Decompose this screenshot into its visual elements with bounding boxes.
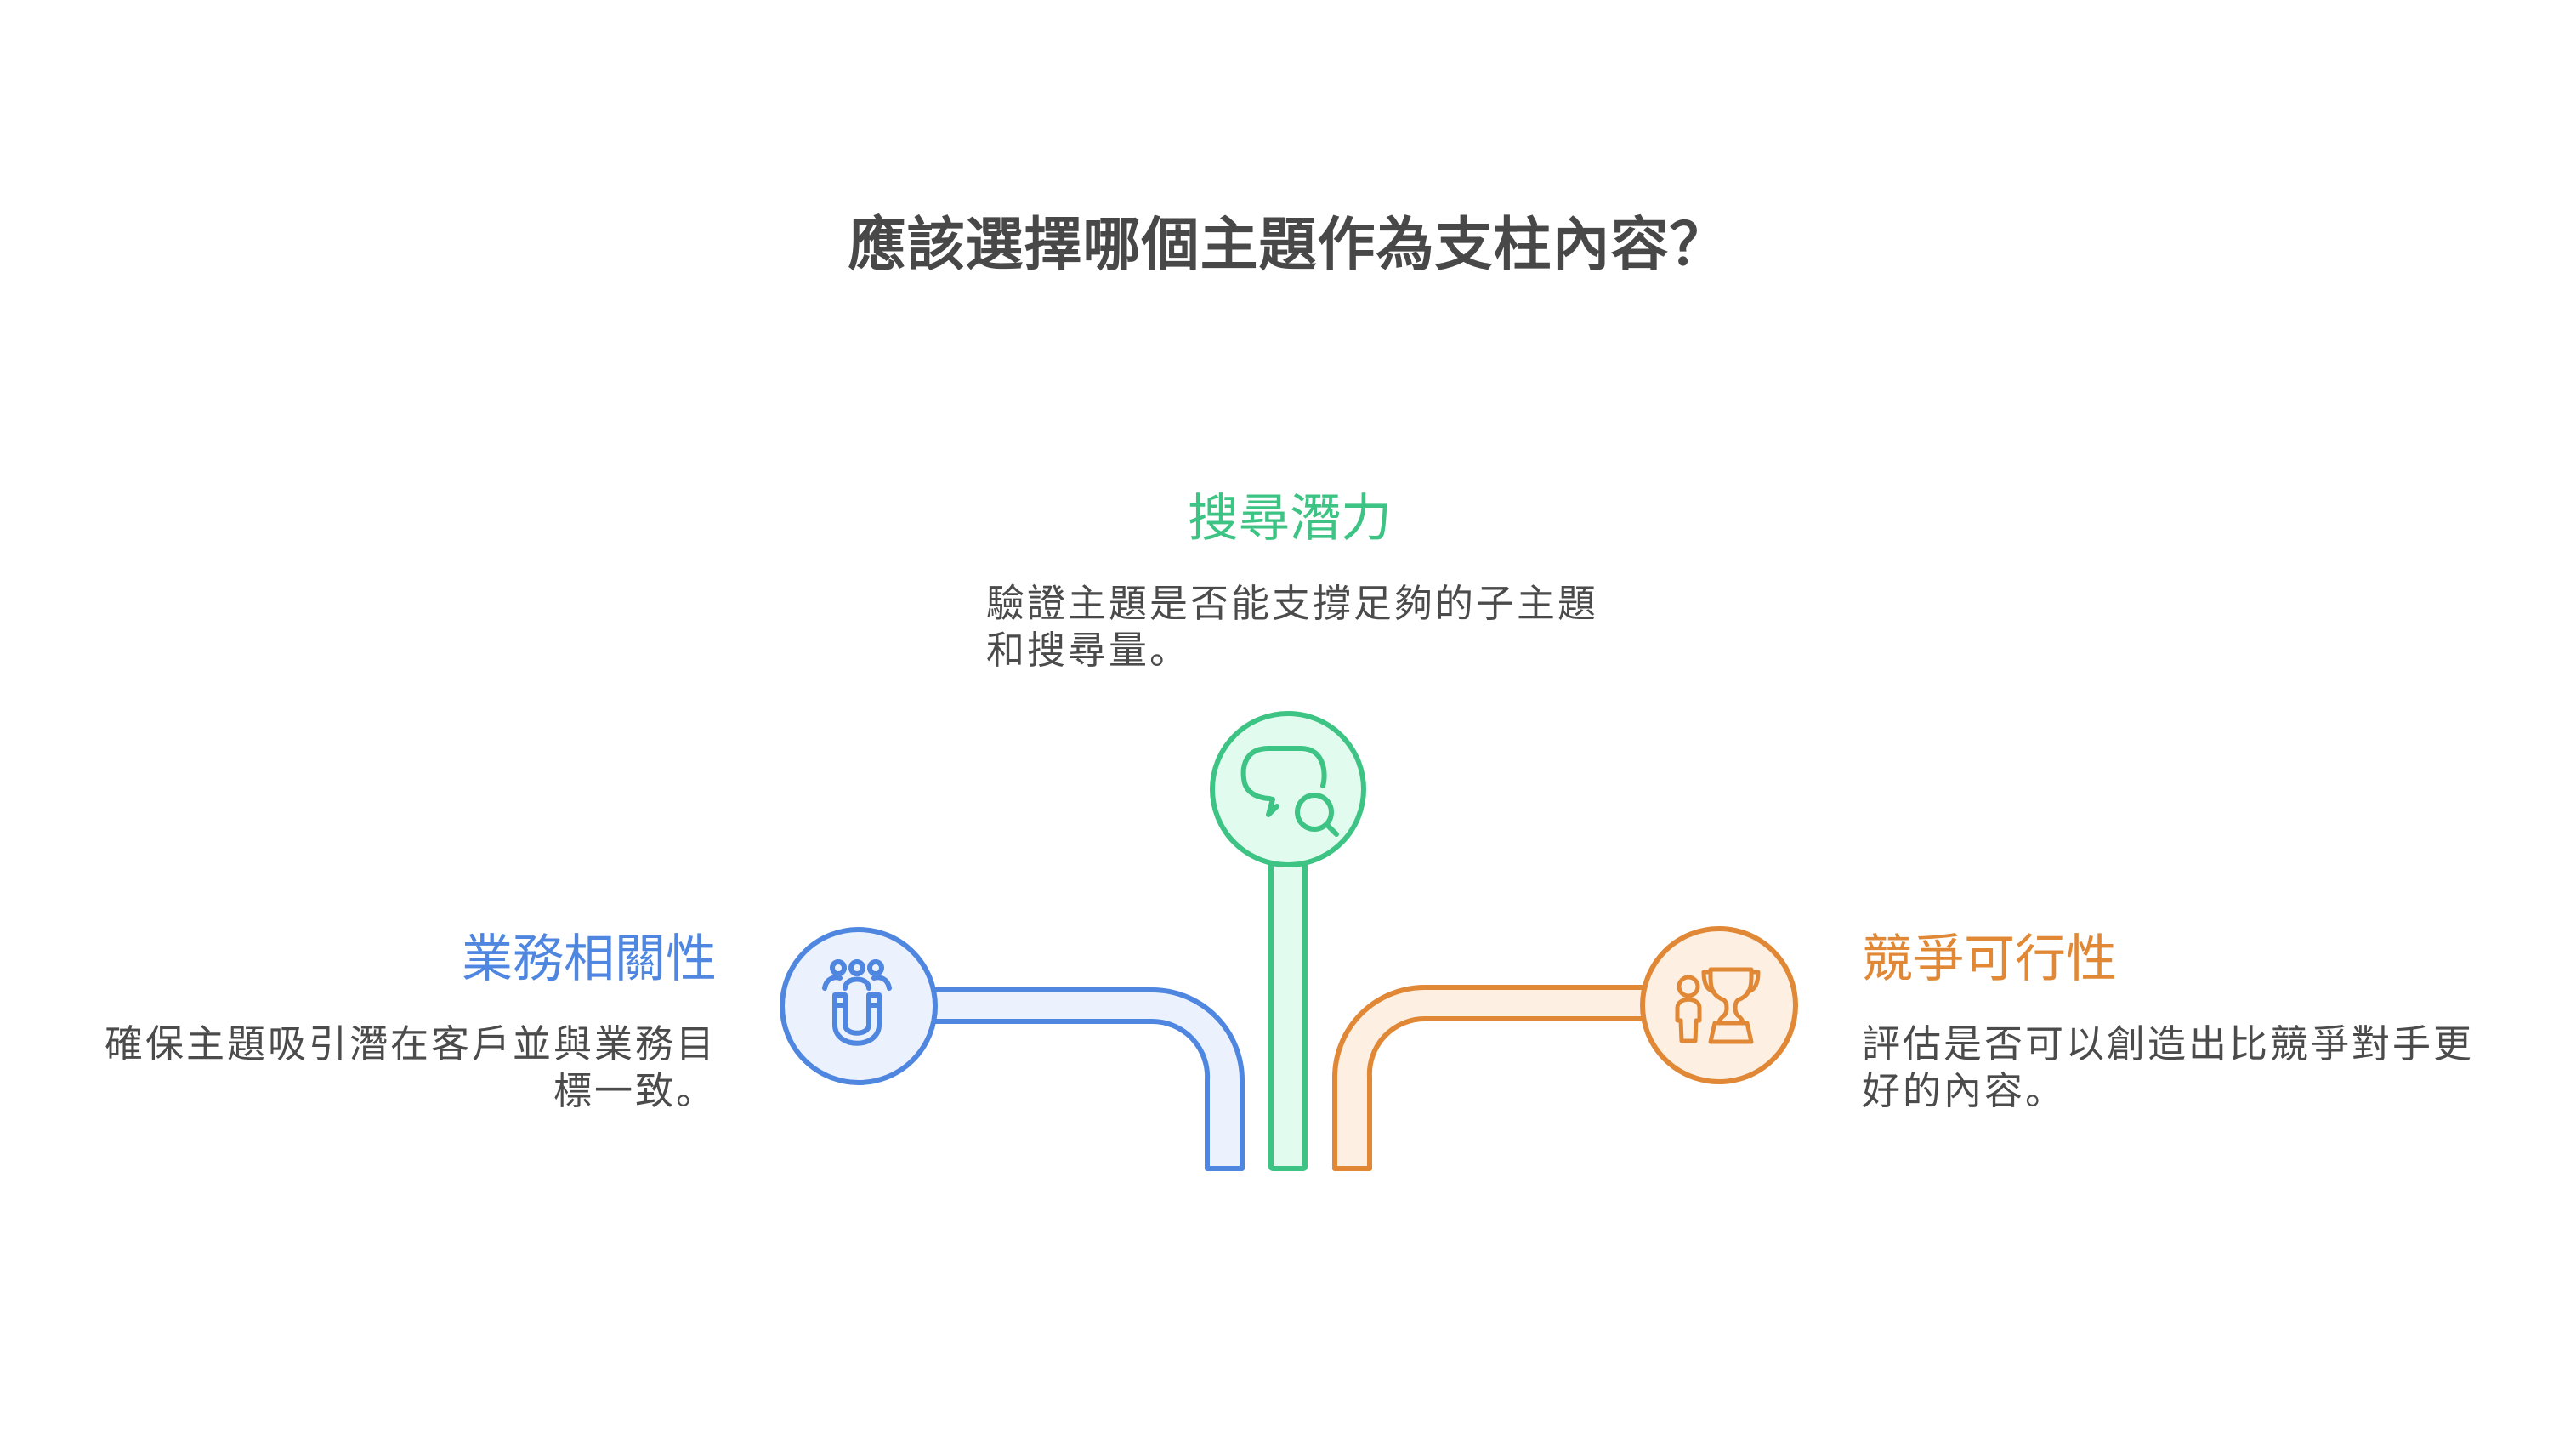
orange-pipe xyxy=(1332,985,1650,1171)
description-line: 確保主題吸引潛在客戶並與業務目 xyxy=(104,1021,717,1066)
search-potential-node xyxy=(1210,711,1366,867)
competitive-feasibility-label: 競爭可行性 xyxy=(1862,930,2117,989)
diagram-title: 應該選擇哪個主題作為支柱內容？ xyxy=(848,212,1728,279)
green-pipe xyxy=(1268,856,1308,1171)
description-line: 標一致。 xyxy=(553,1068,717,1113)
people-magnet-icon xyxy=(822,959,892,1046)
description-line: 驗證主題是否能支撐足夠的子主題 xyxy=(986,581,1599,626)
business-relevance-node xyxy=(780,927,938,1085)
competitive-feasibility-description: 評估是否可以創造出比競爭對手更 好的內容。 xyxy=(1862,1021,2474,1114)
description-line: 和搜尋量。 xyxy=(986,628,1191,673)
search-potential-description: 驗證主題是否能支撐足夠的子主題 和搜尋量。 xyxy=(986,580,1598,674)
search-potential-label: 搜尋潛力 xyxy=(1188,489,1392,549)
business-relevance-description: 確保主題吸引潛在客戶並與業務目 標一致。 xyxy=(105,1021,717,1114)
blue-pipe xyxy=(928,987,1245,1171)
person-trophy-icon xyxy=(1675,967,1761,1044)
description-line: 評估是否可以創造出比競爭對手更 xyxy=(1862,1021,2475,1066)
business-relevance-label: 業務相關性 xyxy=(462,930,717,989)
description-line: 好的內容。 xyxy=(1862,1068,2067,1113)
competitive-feasibility-node xyxy=(1640,926,1798,1084)
chat-search-icon xyxy=(1240,746,1339,837)
